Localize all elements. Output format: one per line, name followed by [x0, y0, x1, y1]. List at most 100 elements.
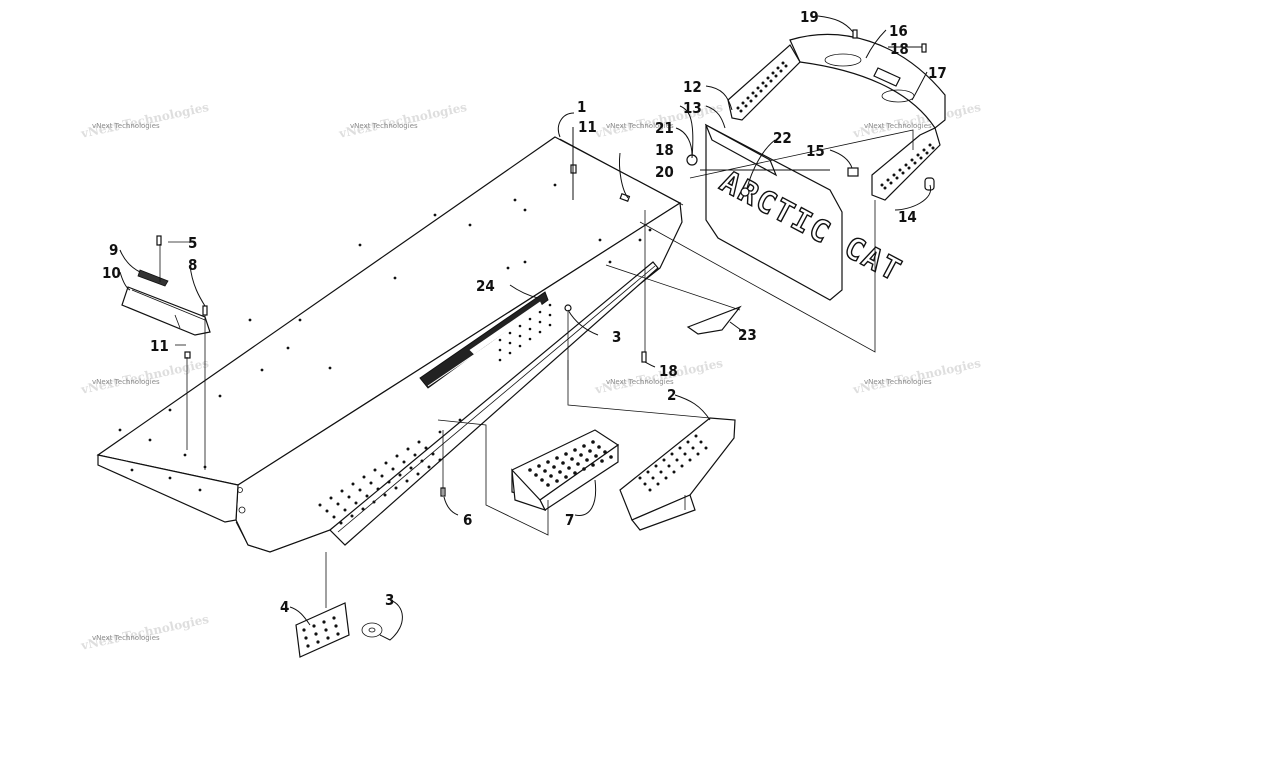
rivet-dot — [528, 317, 532, 321]
rivet-dot — [393, 276, 397, 280]
rivet-dot — [880, 183, 884, 187]
part-24-side-decal — [419, 291, 549, 389]
watermark-logo-text: vNext Technologies — [79, 612, 211, 653]
rivet-dot — [130, 468, 134, 472]
rivet-dot — [351, 482, 355, 486]
rivet-dot — [919, 156, 923, 160]
rivet-dot — [347, 495, 351, 499]
part-7-footrest — [511, 429, 620, 512]
rivet-dot — [781, 61, 785, 65]
callout-labels: 1 2 3 3 4 5 6 7 8 9 10 11 11 12 13 14 15… — [102, 8, 947, 616]
rivet-dot — [573, 471, 577, 475]
rivet-dot — [416, 472, 420, 476]
footrest-tread-pattern — [528, 440, 613, 487]
rivet-dot — [691, 446, 695, 450]
rivet-dot — [643, 482, 647, 486]
rivet-dot — [183, 453, 187, 457]
rivet-dot — [409, 466, 413, 470]
rivet-dot — [391, 467, 395, 471]
rivet-dot — [741, 101, 745, 105]
grab-bar-tread-pattern — [736, 61, 935, 190]
rivet-dot — [564, 475, 568, 479]
rivet-dot — [548, 323, 552, 327]
rivet-dot — [306, 644, 310, 648]
leader-lines — [119, 15, 932, 641]
rivet-dot — [498, 338, 502, 342]
callout-13: 13 — [683, 99, 702, 117]
rivet-dot — [898, 168, 902, 172]
rivet-dot — [696, 452, 700, 456]
rivet-dot — [664, 476, 668, 480]
callout-16: 16 — [889, 22, 908, 40]
rivet-dot — [913, 161, 917, 165]
rivet-dot — [198, 488, 202, 492]
rivet-dot — [528, 337, 532, 341]
tunnel-rivet-pattern — [118, 183, 652, 525]
grab-bar-slot — [824, 53, 862, 67]
rivet-dot — [383, 493, 387, 497]
part-4-plate — [295, 602, 350, 658]
tunnel-left-flange — [97, 454, 239, 523]
rivet-dot — [555, 479, 559, 483]
callout-3: 3 — [612, 328, 621, 346]
watermark-text: vNext Technologies — [92, 634, 160, 642]
rivet-dot — [608, 260, 612, 264]
rivet-dot — [302, 628, 306, 632]
rivet-dot — [369, 481, 373, 485]
rivet-dot — [528, 327, 532, 331]
rivet-dot — [922, 148, 926, 152]
rivet-dot — [570, 457, 574, 461]
rivet-dot — [648, 488, 652, 492]
rivet-dot — [372, 500, 376, 504]
rivet-dot — [518, 334, 522, 338]
tunnel-rear-edge — [559, 138, 684, 206]
rivet-dot — [260, 368, 264, 372]
rivet-dot — [776, 66, 780, 70]
rivet-dot — [638, 476, 642, 480]
rivet-dot — [576, 462, 580, 466]
rivet-dot — [298, 318, 302, 322]
tunnel-assembly — [96, 136, 684, 553]
callout-15: 15 — [806, 142, 825, 160]
rivet-dot — [334, 624, 338, 628]
rivet-dot — [925, 151, 929, 155]
rivet-dot — [910, 158, 914, 162]
part-2-side-bracket — [619, 417, 736, 531]
callout-5: 5 — [188, 234, 197, 252]
rivet-dot — [362, 475, 366, 479]
callout-24: 24 — [476, 277, 495, 295]
rivet-dot — [651, 476, 655, 480]
rivet-dot — [538, 330, 542, 334]
rivet-dot — [588, 449, 592, 453]
rivet-dot — [892, 173, 896, 177]
rivet-dot — [549, 474, 553, 478]
rivet-dot — [148, 438, 152, 442]
part-10-bracket — [121, 286, 211, 336]
rivet-dot — [680, 464, 684, 468]
rivet-dot — [555, 456, 559, 460]
rivet-dot — [670, 452, 674, 456]
rivet-dot — [749, 99, 753, 103]
rivet-dot — [339, 521, 343, 525]
rivet-dot — [373, 468, 377, 472]
rivet-dot — [376, 487, 380, 491]
rivet-dot — [779, 69, 783, 73]
rivet-dot — [218, 394, 222, 398]
rivet-dot — [761, 81, 765, 85]
rivet-dot — [318, 503, 322, 507]
rivet-dot — [118, 428, 122, 432]
watermark-logo-text: vNext Technologies — [337, 100, 469, 141]
callout-2: 2 — [667, 386, 676, 404]
rivet-dot — [901, 171, 905, 175]
rivet-dot — [889, 181, 893, 185]
rivet-dot — [784, 64, 788, 68]
rivet-dot — [380, 474, 384, 478]
rivet-dot — [904, 163, 908, 167]
rivet-dot — [395, 454, 399, 458]
rivet-dot — [358, 243, 362, 247]
rivet-dot — [598, 238, 602, 242]
rivet-dot — [365, 494, 369, 498]
rivet-dot — [513, 198, 517, 202]
rivet-dot — [686, 440, 690, 444]
callout-12: 12 — [683, 78, 702, 96]
